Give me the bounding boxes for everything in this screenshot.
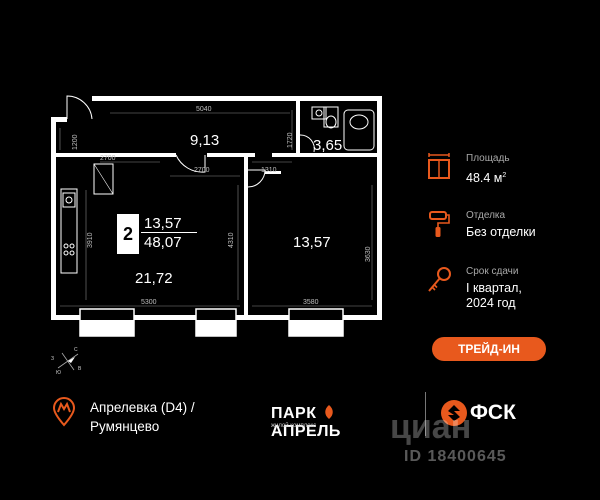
dim-bedroom-bottom: 3580 <box>303 299 319 306</box>
bathroom-fixtures <box>311 106 375 151</box>
doors <box>66 95 315 188</box>
logo-divider <box>425 392 426 436</box>
park-aprel-logo: ПАРК АПРЕЛЬ жилой комплекс <box>271 404 411 440</box>
area-kitchen-living: 21,72 <box>135 270 173 287</box>
finish-value: Без отделки <box>466 225 536 239</box>
badge-areas: 13,57 48,07 <box>141 214 197 254</box>
dim-bedroom-height: 3630 <box>365 246 372 262</box>
compass-east: В <box>78 366 82 372</box>
dim-hall-width: 2700 <box>100 155 116 162</box>
info-area: Площадь 48.4 м2 <box>426 153 586 189</box>
fsk-mark-icon <box>441 400 467 426</box>
metro-line1: Апрелевка (D4) / <box>90 400 195 415</box>
rooms-count: 2 <box>117 214 139 254</box>
metro-stations: Апрелевка (D4) / Румянцево <box>90 398 195 436</box>
dimension-lines <box>59 110 373 307</box>
rooms-badge: 2 13,57 48,07 <box>117 214 197 254</box>
area-value: 48.4 м2 <box>466 168 506 186</box>
area-bedroom: 13,57 <box>293 234 331 251</box>
area-unit-sup: 2 <box>502 172 507 179</box>
dim-hall-height: 1720 <box>287 132 294 148</box>
windows <box>79 308 344 337</box>
key-icon <box>428 267 451 292</box>
compass-icon: С З Ю В <box>51 347 82 376</box>
dim-corridor: 1310 <box>261 167 277 174</box>
compass-west: З <box>51 356 54 362</box>
dim-kitchen-height: 3910 <box>87 232 94 248</box>
leaf-icon <box>325 405 333 419</box>
living-area: 13,57 <box>141 214 197 233</box>
walls <box>51 96 382 320</box>
area-icon <box>428 153 450 179</box>
trade-in-button[interactable]: ТРЕЙД-ИН <box>432 337 546 361</box>
watermark-id: ID 18400645 <box>404 448 507 465</box>
area-label: Площадь <box>466 153 510 164</box>
park-name-2: АПРЕЛЬ <box>271 423 341 440</box>
kitchen-fixtures <box>60 163 114 274</box>
area-bathroom: 3,65 <box>313 137 342 154</box>
area-hall: 9,13 <box>190 132 219 149</box>
info-deadline: Срок сдачи I квартал, 2024 год <box>426 266 586 316</box>
total-area: 48,07 <box>144 234 182 251</box>
info-finish: Отделка Без отделки <box>426 210 586 246</box>
compass-south: Ю <box>56 370 61 376</box>
dim-kitchen-top: 2700 <box>194 167 210 174</box>
metro-pin-icon <box>52 397 76 427</box>
fsk-name: ФСК <box>470 401 516 424</box>
park-subtitle: жилой комплекс <box>271 423 317 429</box>
metro-line2: Румянцево <box>90 419 160 434</box>
deadline-label: Срок сдачи <box>466 266 519 277</box>
dim-top-width: 5040 <box>196 106 212 113</box>
deadline-value-line2: 2024 год <box>466 296 516 310</box>
area-value-number: 48.4 м <box>466 171 503 186</box>
paint-roller-icon <box>429 211 450 237</box>
dim-kitchen-bottom: 5300 <box>141 299 157 306</box>
park-name: ПАРК <box>271 405 317 422</box>
dim-wall-height: 4310 <box>228 232 235 248</box>
deadline-value: I квартал, 2024 год <box>466 281 522 311</box>
watermark-word: циан <box>390 408 472 446</box>
compass-north: С <box>74 347 78 353</box>
fsk-logo: ФСК <box>440 398 530 428</box>
dim-entry-height: 1200 <box>72 134 79 150</box>
finish-label: Отделка <box>466 210 506 221</box>
deadline-value-line1: I квартал, <box>466 281 522 295</box>
